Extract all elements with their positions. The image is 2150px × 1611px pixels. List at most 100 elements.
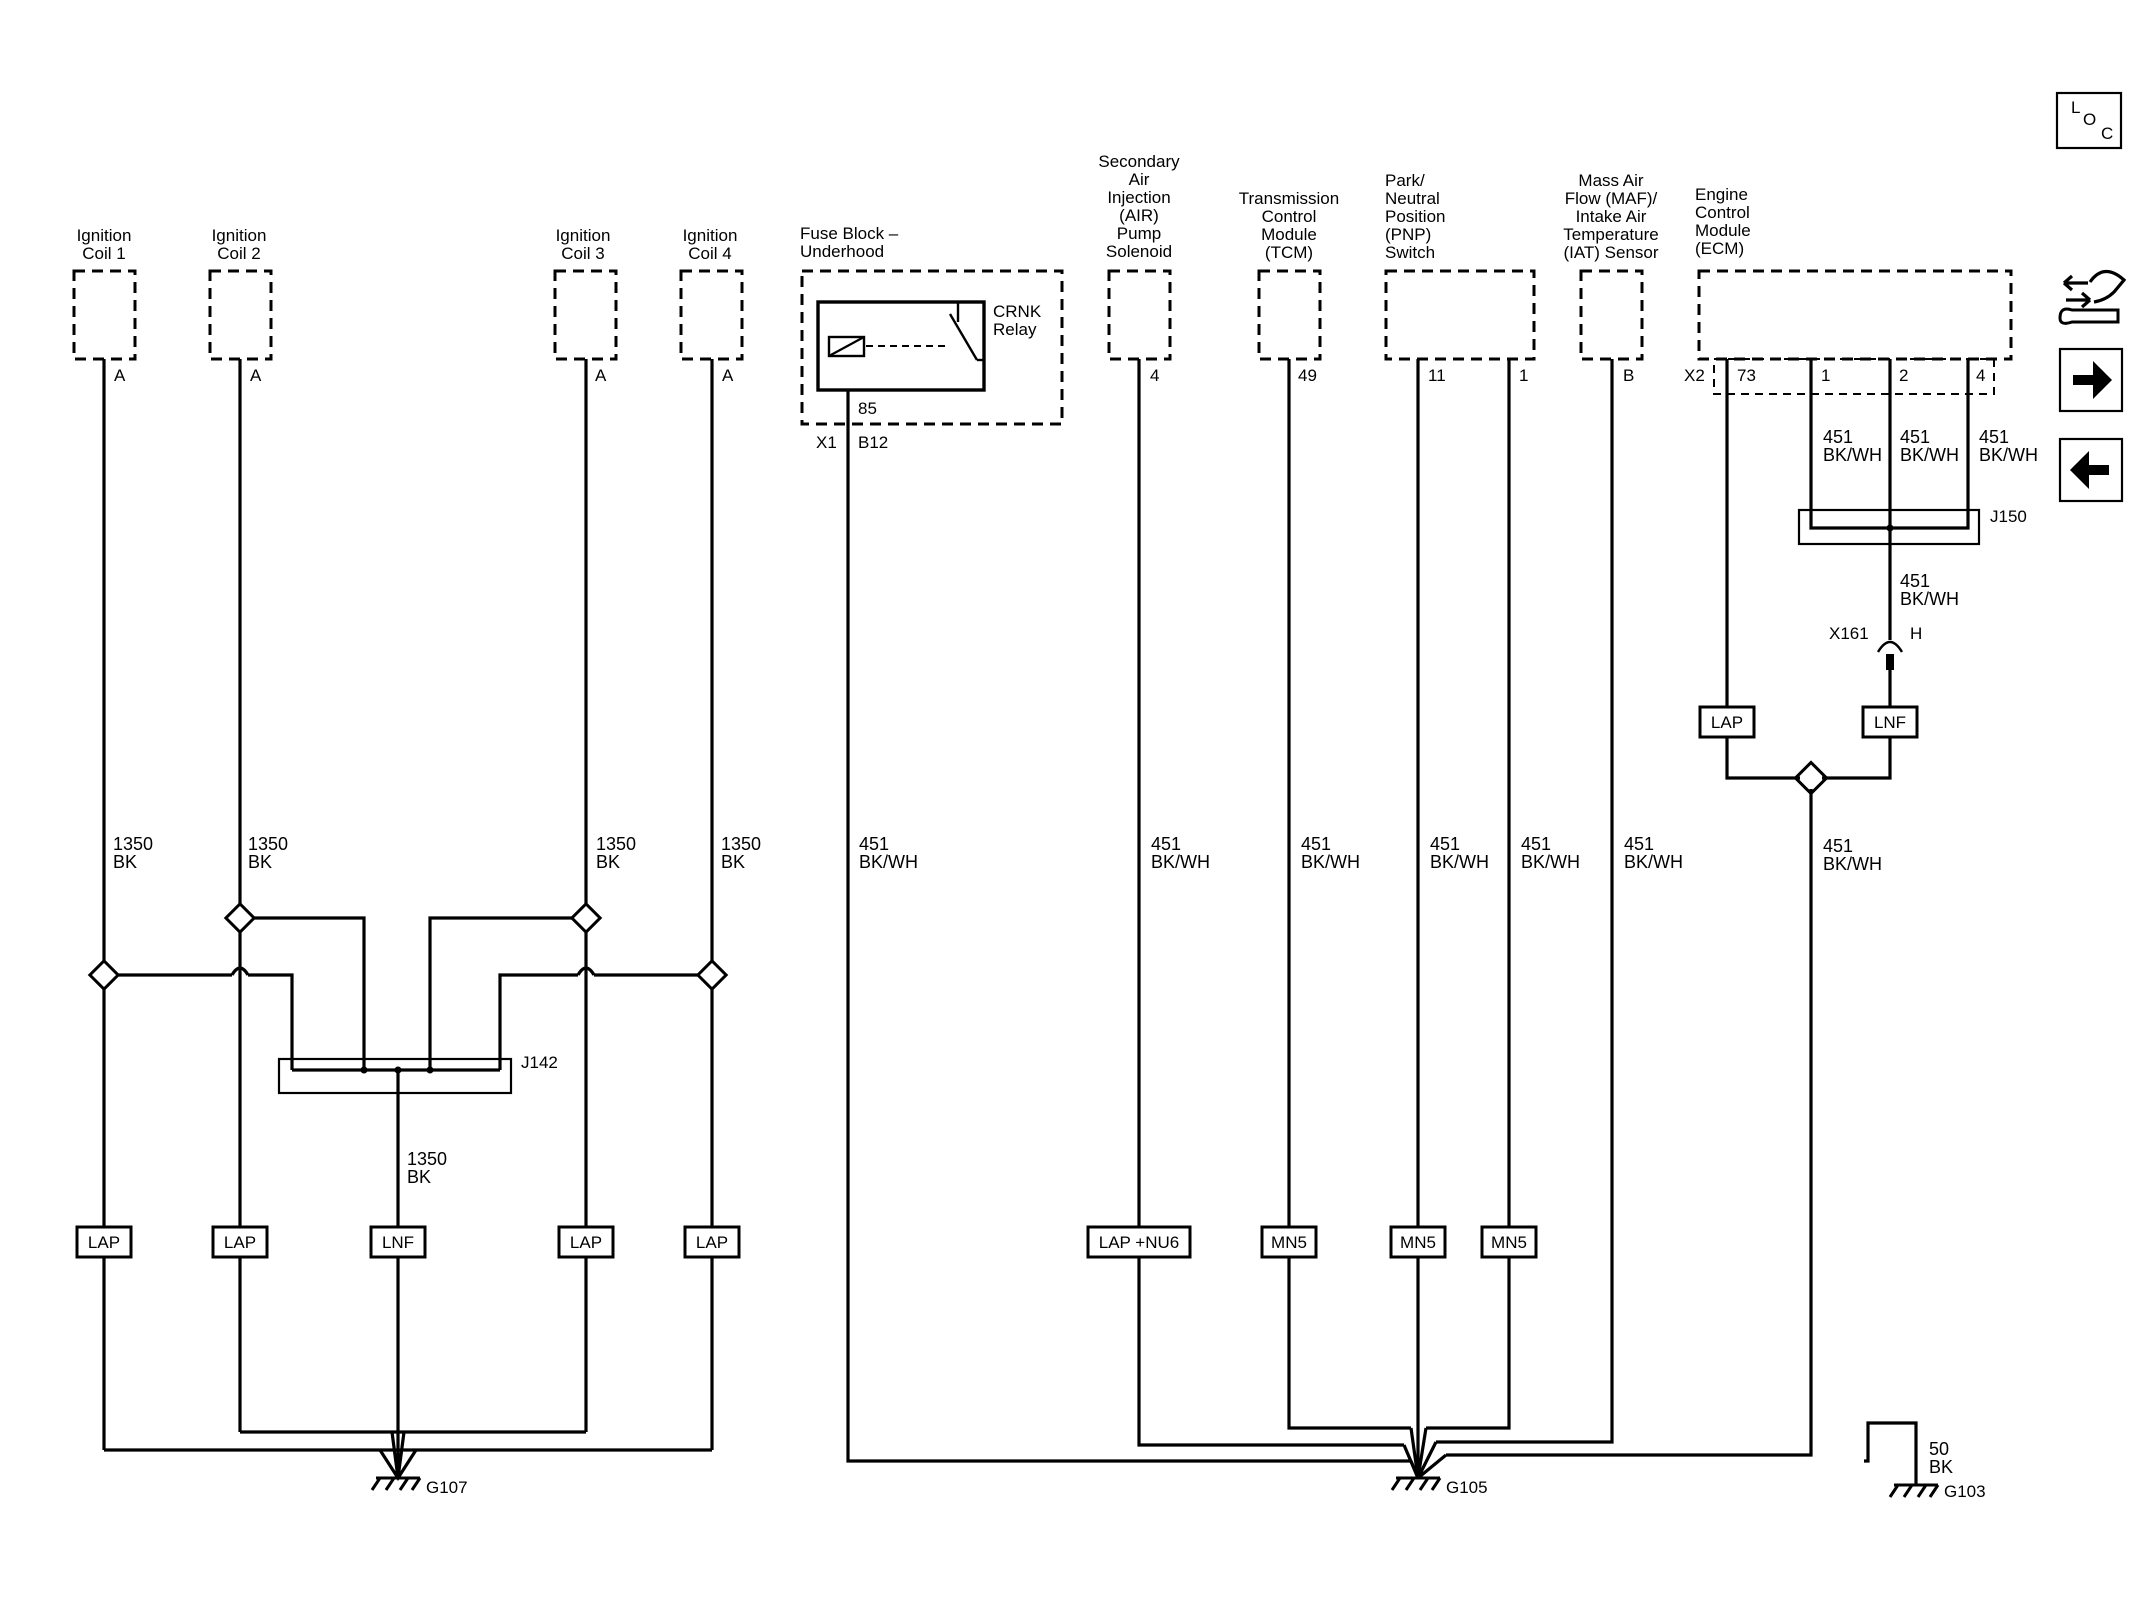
pin-coil4: A — [722, 366, 734, 385]
lbl-air-line-3: Injection — [1107, 188, 1170, 207]
svg-text:BK: BK — [596, 852, 620, 872]
svg-text:BK/WH: BK/WH — [859, 852, 918, 872]
loc-button[interactable]: L O C — [2055, 91, 2123, 150]
lbl-air-line-1: Secondary — [1098, 152, 1180, 171]
svg-text:BK/WH: BK/WH — [1823, 854, 1882, 874]
svg-text:BK: BK — [248, 852, 272, 872]
svg-text:451: 451 — [1521, 834, 1551, 854]
svg-text:451: 451 — [1624, 834, 1654, 854]
lbl-maf-line-5: (IAT) Sensor — [1563, 243, 1658, 262]
ignition-coil-3-box — [553, 269, 618, 361]
lbl-maf-line-2: Flow (MAF)/ — [1565, 189, 1658, 208]
relay-terminal-85: 85 — [858, 399, 877, 418]
svg-text:451: 451 — [1151, 834, 1181, 854]
option-tag-lap-nu6: LAP +NU6 — [1086, 1225, 1192, 1259]
pin-ecm-4: 4 — [1976, 366, 1985, 385]
lbl-air-line-5: Pump — [1117, 224, 1161, 243]
option-tag-lnf-ecm: LNF — [1861, 705, 1919, 739]
option-tag-lap-coil2: LAP — [211, 1225, 269, 1259]
lbl-pnp-line-5: Switch — [1385, 243, 1435, 262]
fuse-connector-x1: X1 — [816, 433, 837, 452]
lbl-pnp-line-1: Park/ — [1385, 171, 1425, 190]
ground-g107: G107 — [370, 1476, 468, 1497]
pin-air: 4 — [1150, 366, 1159, 385]
pnp-switch-box — [1384, 269, 1536, 361]
ground-g105: G105 — [1390, 1476, 1488, 1497]
svg-text:G107: G107 — [426, 1478, 468, 1497]
svg-text:LAP: LAP — [570, 1233, 602, 1252]
wires-right — [846, 359, 1970, 1485]
svg-text:BK: BK — [407, 1167, 431, 1187]
arrow-left-icon[interactable] — [2058, 437, 2124, 503]
lbl-maf-line-1: Mass Air — [1578, 171, 1644, 190]
lbl-coil1-line-2: Coil 1 — [82, 244, 125, 263]
lbl-fuse-line-1: Fuse Block – — [800, 224, 899, 243]
lbl-coil3-line-1: Ignition — [556, 226, 611, 245]
lbl-air-line-2: Air — [1129, 170, 1150, 189]
svg-text:BK/WH: BK/WH — [1430, 852, 1489, 872]
lbl-tcm-line-2: Control — [1262, 207, 1317, 226]
svg-text:C: C — [2101, 124, 2113, 143]
lbl-pnp-line-3: Position — [1385, 207, 1445, 226]
svg-text:451: 451 — [1900, 571, 1930, 591]
x161-connector-label: X161 — [1829, 624, 1869, 643]
arrow-right-icon[interactable] — [2058, 347, 2124, 413]
fuse-block-box — [800, 269, 1064, 426]
lbl-tcm-line-4: (TCM) — [1265, 243, 1313, 262]
inline-connector-x161: X161 H — [1829, 624, 1922, 670]
lbl-coil4-line-2: Coil 4 — [688, 244, 731, 263]
j142-label: J142 — [521, 1053, 558, 1072]
svg-text:1350: 1350 — [248, 834, 288, 854]
svg-text:BK: BK — [1929, 1457, 1953, 1477]
lbl-ecm-line-1: Engine — [1695, 185, 1748, 204]
harness-icon[interactable] — [2058, 269, 2127, 325]
ground-g103: G103 — [1888, 1482, 1986, 1501]
option-tag-lap-coil1: LAP — [75, 1225, 133, 1259]
ignition-coil-2-box — [208, 269, 273, 361]
lbl-tcm-line-3: Module — [1261, 225, 1317, 244]
lbl-ecm-line-3: Module — [1695, 221, 1751, 240]
svg-text:LAP: LAP — [88, 1233, 120, 1252]
pin-coil2: A — [250, 366, 262, 385]
option-tag-lap-coil4: LAP — [683, 1225, 741, 1259]
svg-text:50: 50 — [1929, 1439, 1949, 1459]
pin-coil1: A — [114, 366, 126, 385]
svg-text:1350: 1350 — [721, 834, 761, 854]
j150-label: J150 — [1990, 507, 2027, 526]
splice-pack-j142: J142 — [277, 1053, 558, 1095]
svg-text:1350: 1350 — [407, 1149, 447, 1169]
splice-pack-j150: J150 — [1797, 507, 2027, 546]
option-tag-mn5-pnp1: MN5 — [1480, 1225, 1538, 1259]
pin-labels: A A A A X1 B12 4 49 11 1 B X2 73 1 2 4 — [114, 366, 1985, 452]
svg-text:LAP: LAP — [1711, 713, 1743, 732]
svg-text:G105: G105 — [1446, 1478, 1488, 1497]
svg-text:BK/WH: BK/WH — [1900, 589, 1959, 609]
svg-text:451: 451 — [1301, 834, 1331, 854]
component-boxes — [72, 269, 2013, 426]
ignition-coil-1-box — [72, 269, 137, 361]
lbl-air-line-6: Solenoid — [1106, 242, 1172, 261]
label-fuse-block-underhood: Fuse Block –Underhood — [800, 224, 899, 261]
pin-pnp-1: 1 — [1519, 366, 1528, 385]
pin-ecm-73: 73 — [1737, 366, 1756, 385]
svg-text:1350: 1350 — [113, 834, 153, 854]
ground-symbol-icon — [370, 1476, 422, 1491]
lbl-maf-line-4: Temperature — [1563, 225, 1658, 244]
pin-pnp-11: 11 — [1428, 366, 1446, 385]
svg-text:451: 451 — [1430, 834, 1460, 854]
wire-crossovers — [230, 966, 596, 976]
